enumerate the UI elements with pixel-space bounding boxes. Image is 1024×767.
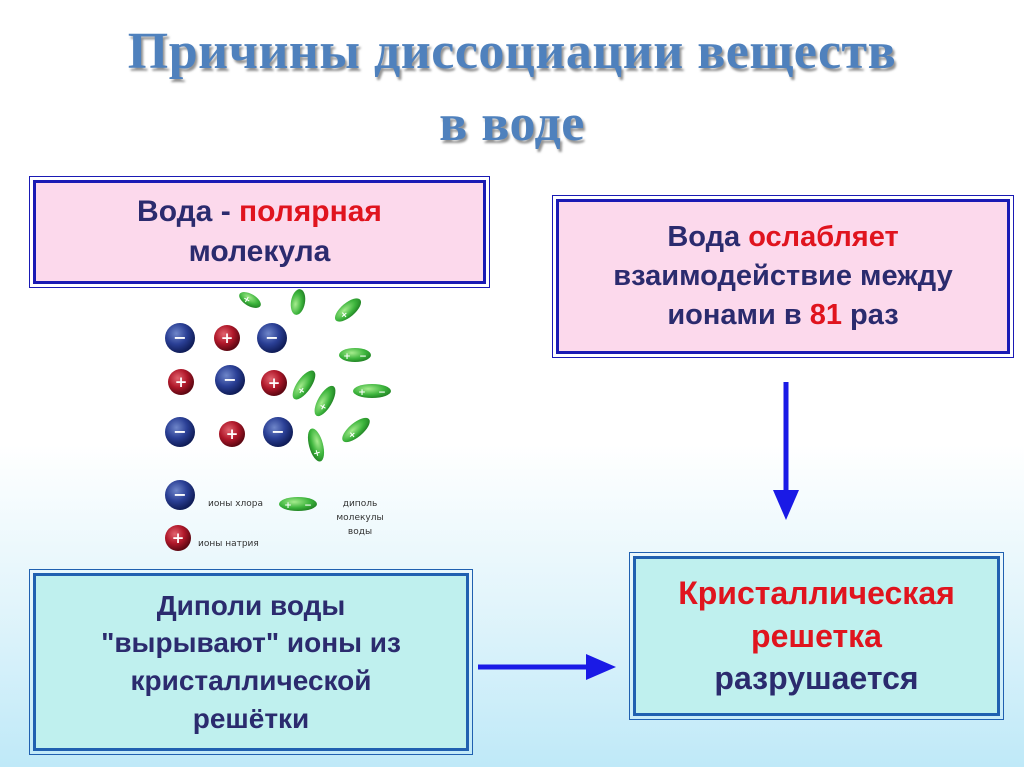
dipoles-text-line-4: решётки — [192, 702, 310, 734]
water-dipole-icon: + — [292, 370, 316, 400]
svg-text:−: − — [265, 328, 278, 347]
water-dipole-icon: + — [342, 417, 370, 443]
svg-text:+: + — [175, 373, 188, 391]
lattice-text-line-2: решетка — [751, 617, 882, 654]
svg-text:+: + — [268, 374, 281, 392]
chlorine-ion-icon: − — [215, 365, 245, 395]
chlorine-ion-icon: − — [165, 417, 195, 447]
svg-text:−: − — [271, 422, 284, 441]
arrow-right-icon — [478, 654, 616, 680]
polar-molecule-box: Вода - полярная молекула — [29, 176, 490, 288]
water-dipole-icon: + − — [279, 497, 317, 511]
dipoles-tear-ions-box: Диполи воды "вырывают" ионы из кристалли… — [29, 569, 473, 755]
lattice-destroyed-box: Кристаллическая решетка разрушается — [629, 552, 1004, 720]
sodium-ion-icon: + — [214, 325, 240, 351]
slide-title-line-2: в воде — [439, 95, 585, 152]
weakens-text-highlight: ослабляет — [748, 221, 899, 254]
dipoles-text-line-1: Диполи воды — [156, 589, 346, 621]
polar-text-highlight: полярная — [239, 194, 382, 228]
chlorine-ion-icon: − — [263, 417, 293, 447]
water-dipole-icon: + — [334, 298, 362, 322]
weakens-text-factor: 81 — [809, 298, 842, 331]
chlorine-ion-icon: − — [165, 323, 195, 353]
svg-text:+: + — [318, 401, 330, 413]
svg-text:+: + — [241, 294, 253, 306]
chlorine-ion-icon: − — [165, 480, 195, 510]
svg-text:+: + — [358, 388, 366, 398]
svg-text:−: − — [173, 328, 186, 347]
sodium-ion-icon: + — [168, 369, 194, 395]
svg-text:+: + — [343, 352, 351, 362]
sodium-ion-icon: + — [261, 370, 287, 396]
legend-dipole-label-1: диполь — [343, 499, 378, 509]
weakens-interaction-box: Вода ослабляет взаимодействие между иона… — [552, 195, 1014, 358]
dissociation-diagram: − + − + − + − + − + + — [165, 289, 391, 551]
arrow-down-icon — [773, 382, 799, 520]
svg-text:+: + — [226, 425, 239, 443]
legend-sodium-label: ионы натрия — [198, 539, 259, 549]
dipoles-text-line-3: кристаллической — [130, 665, 372, 696]
legend-dipole-label-3: воды — [348, 527, 372, 537]
water-dipole-icon: + — [307, 428, 325, 462]
weakens-text-interaction: взаимодействие между — [613, 260, 953, 293]
svg-text:−: − — [173, 422, 186, 441]
svg-text:−: − — [304, 501, 312, 511]
polar-text-molecule: молекула — [188, 235, 331, 268]
weakens-text-ions: ионами в — [667, 298, 810, 331]
water-dipole-icon — [290, 289, 306, 315]
lattice-text-line-3: разрушается — [714, 660, 919, 697]
weakens-text-water: Вода — [667, 221, 749, 254]
svg-text:−: − — [223, 370, 236, 389]
svg-text:−: − — [359, 352, 367, 362]
legend-chlorine-label: ионы хлора — [208, 499, 263, 509]
svg-text:+: + — [310, 448, 322, 458]
svg-text:+: + — [221, 329, 234, 347]
weakens-text-times: раз — [842, 298, 899, 331]
chlorine-ion-icon: − — [257, 323, 287, 353]
svg-text:+: + — [172, 529, 185, 547]
svg-text:+: + — [296, 385, 309, 397]
svg-text:−: − — [378, 388, 386, 398]
legend-dipole-label-2: молекулы — [336, 513, 383, 523]
polar-text-water: Вода - — [137, 194, 240, 228]
water-dipole-icon: + — [314, 385, 336, 417]
sodium-ion-icon: + — [165, 525, 191, 551]
svg-text:−: − — [173, 485, 186, 504]
water-dipole-icon: + − — [353, 384, 391, 398]
sodium-ion-icon: + — [219, 421, 245, 447]
water-dipole-icon: + − — [339, 348, 371, 362]
dipoles-text-line-2: "вырывают" ионы из — [101, 627, 401, 659]
svg-text:+: + — [284, 501, 292, 511]
slide-title-line-1: Причины диссоциации веществ — [127, 23, 897, 80]
lattice-text-line-1: Кристаллическая — [678, 574, 955, 611]
water-dipole-icon: + — [239, 292, 261, 308]
